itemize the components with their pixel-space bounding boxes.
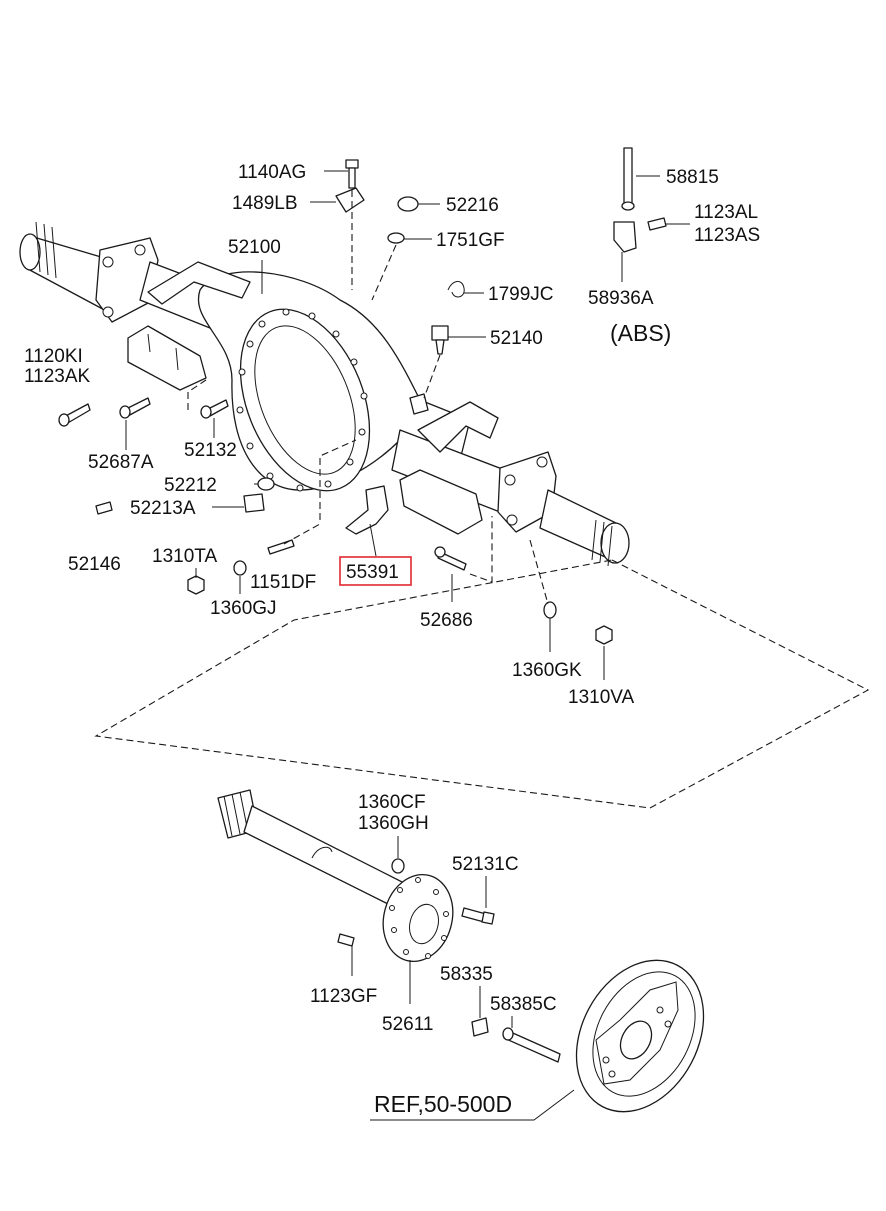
ring-bolt-holes xyxy=(236,308,368,492)
label-52216: 52216 xyxy=(446,195,499,216)
axle-housing xyxy=(19,221,630,567)
guide-lines xyxy=(94,190,870,809)
label-1123GF: 1123GF xyxy=(310,986,377,1007)
label-52132: 52132 xyxy=(184,440,237,461)
label-1123AK: 1123AK xyxy=(24,366,91,387)
label-1360GH: 1360GH xyxy=(358,813,429,834)
label-55391: 55391 xyxy=(346,562,399,583)
label-1151DF: 1151DF xyxy=(250,572,316,593)
leader-lines xyxy=(125,170,690,1121)
axle-shaft-assembly xyxy=(217,789,705,1113)
label-52687A: 52687A xyxy=(88,452,154,473)
label-52212: 52212 xyxy=(164,475,217,496)
label-1751GF: 1751GF xyxy=(436,230,505,251)
label-1120KI: 1120KI xyxy=(24,346,83,367)
label-1799JC: 1799JC xyxy=(488,284,554,305)
upper-small-parts xyxy=(335,147,667,355)
label-ref: REF,50-500D xyxy=(374,1091,512,1117)
label-1123AS: 1123AS xyxy=(694,225,760,246)
label-58385C: 58385C xyxy=(490,994,557,1015)
label-52100: 52100 xyxy=(228,237,281,258)
label-58936A: 58936A xyxy=(588,288,654,309)
label-1360GJ: 1360GJ xyxy=(210,598,277,619)
label-1489LB: 1489LB xyxy=(232,193,298,214)
label-1123AL: 1123AL xyxy=(694,202,758,223)
label-52131C: 52131C xyxy=(452,854,519,875)
label-abs: (ABS) xyxy=(610,320,671,346)
highlight-box-55391 xyxy=(339,556,412,586)
label-52140: 52140 xyxy=(490,328,543,349)
left-small-parts xyxy=(58,397,613,645)
label-52146: 52146 xyxy=(68,554,121,575)
label-1360GK: 1360GK xyxy=(512,660,582,681)
label-58335: 58335 xyxy=(440,964,493,985)
label-1310TA: 1310TA xyxy=(152,546,217,567)
label-52686: 52686 xyxy=(420,610,473,631)
part-labels: 1140AG 1489LB 52216 1751GF 52100 1799JC … xyxy=(24,162,760,1117)
label-1310VA: 1310VA xyxy=(568,687,635,708)
label-52611: 52611 xyxy=(382,1014,433,1035)
label-58815: 58815 xyxy=(666,167,719,188)
label-1360CF: 1360CF xyxy=(358,792,426,813)
label-1140AG: 1140AG xyxy=(238,162,306,183)
label-52213A: 52213A xyxy=(130,498,196,519)
